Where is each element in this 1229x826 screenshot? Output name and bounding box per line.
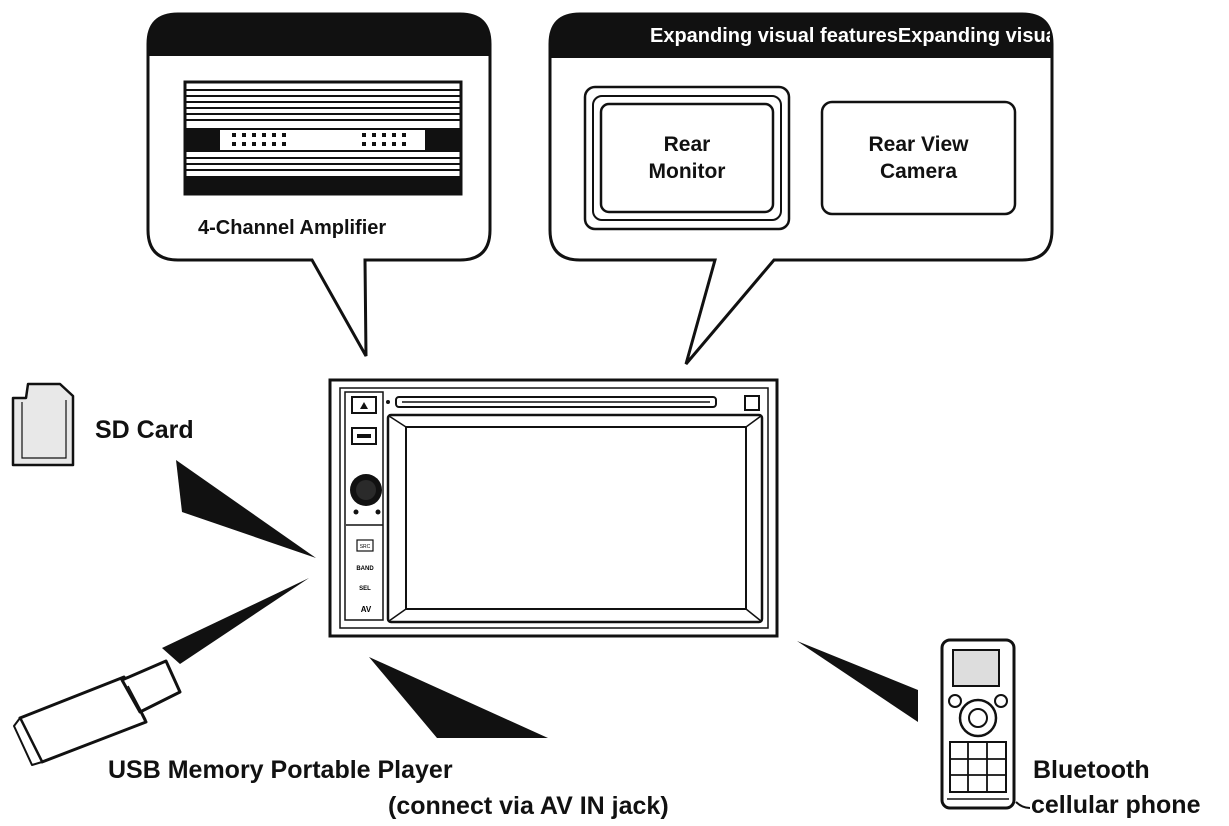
amplifier-illustration bbox=[183, 80, 463, 196]
rear-monitor-label: Rear Monitor bbox=[601, 104, 773, 212]
head-unit-screen bbox=[405, 426, 747, 610]
bluetooth-connection bbox=[797, 641, 918, 722]
corner-button bbox=[744, 395, 760, 411]
sel-button-label: SEL bbox=[359, 586, 371, 592]
av-button-label: AV bbox=[361, 605, 372, 614]
amplifier-callout bbox=[146, 12, 492, 357]
sd-card-illustration: SD bbox=[11, 382, 75, 467]
visual-banner-bar bbox=[550, 14, 1052, 58]
rear-view-camera-box bbox=[820, 100, 1017, 216]
usb-label: USB Memory Portable Player bbox=[108, 756, 453, 784]
av-in-connection bbox=[369, 657, 548, 738]
rear-view-camera-label-line2: Camera bbox=[879, 160, 958, 183]
phone-left-key bbox=[948, 694, 962, 708]
usb-sublabel: (connect via AV IN jack) bbox=[388, 792, 669, 820]
amplifier-banner-bar bbox=[148, 14, 490, 56]
phone-screen bbox=[952, 649, 1000, 687]
amplifier-heat-sink-bottom bbox=[186, 157, 460, 171]
bluetooth-label-line2: cellular phone bbox=[1031, 791, 1201, 819]
phone-leader-line bbox=[1015, 801, 1031, 809]
phone-keypad bbox=[949, 741, 1007, 793]
src-button bbox=[356, 539, 374, 552]
visual-features-banner-title: Expanding visual featuresExpanding visua… bbox=[650, 26, 1050, 46]
amplifier-base bbox=[186, 176, 460, 193]
rear-monitor-label-line2: Monitor bbox=[648, 160, 726, 183]
amplifier-terminals bbox=[232, 133, 406, 146]
head-unit: SRC BAND SEL AV bbox=[328, 378, 779, 638]
band-button-label: BAND bbox=[356, 566, 374, 572]
src-button-label: SRC bbox=[360, 544, 371, 550]
rear-view-camera-label-line1: Rear View bbox=[868, 132, 969, 156]
usb-stick-illustration bbox=[13, 659, 182, 766]
rear-monitor-illustration bbox=[583, 85, 791, 231]
amplifier-label: 4-Channel Amplifier bbox=[198, 217, 387, 239]
visual-features-callout bbox=[548, 12, 1054, 365]
phone-nav-center bbox=[968, 708, 988, 728]
connection-wedges bbox=[162, 460, 918, 738]
amplifier-heat-sink-top bbox=[186, 89, 460, 121]
eject-icon bbox=[360, 402, 368, 409]
bluetooth-label-line1: Bluetooth bbox=[1033, 756, 1150, 784]
sd-card-label: SD Card bbox=[95, 416, 194, 444]
phone-right-key bbox=[994, 694, 1008, 708]
usb-connection bbox=[162, 578, 309, 664]
rear-view-camera-label: Rear View Camera bbox=[822, 102, 1015, 214]
bluetooth-phone-illustration bbox=[940, 638, 1031, 810]
rear-monitor-label-line1: Rear bbox=[663, 132, 711, 156]
sd-card-connection bbox=[176, 460, 316, 558]
